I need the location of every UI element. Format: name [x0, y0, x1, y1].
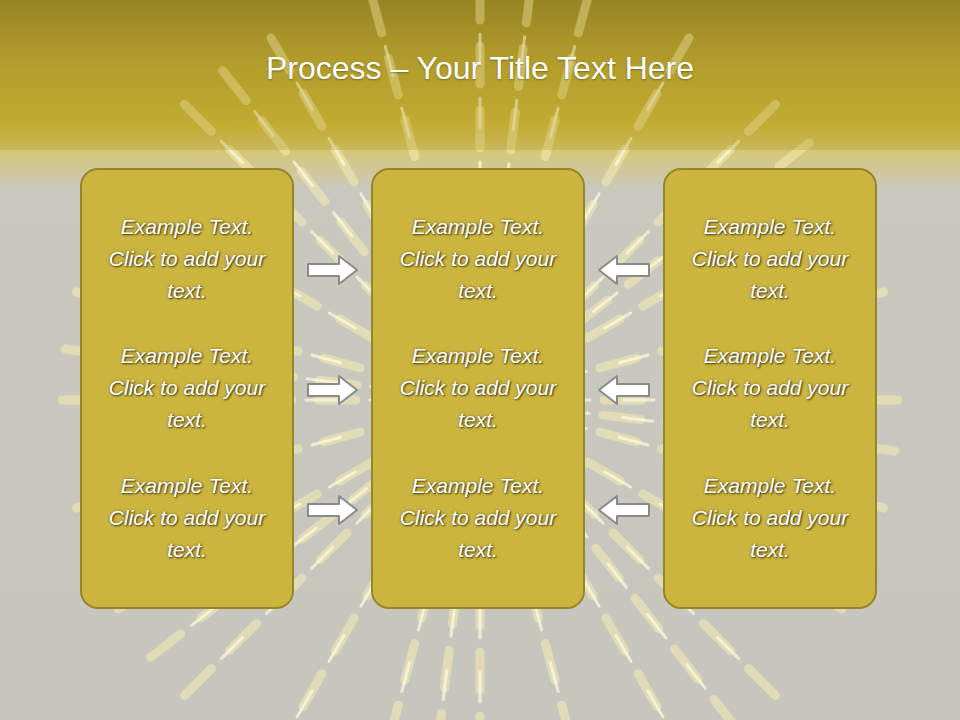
- block-arrow: [599, 496, 649, 524]
- box-text: Example Text. Click to add your text.: [107, 340, 267, 436]
- box-text: Example Text. Click to add your text.: [690, 470, 850, 566]
- block-arrow: [308, 376, 357, 404]
- box-text: Example Text. Click to add your text.: [398, 211, 558, 307]
- block-arrow: [308, 496, 357, 524]
- box-text: Example Text. Click to add your text.: [690, 211, 850, 307]
- slide-title: Process – Your Title Text Here: [0, 50, 960, 87]
- process-box: Example Text. Click to add your text. Exa…: [80, 168, 294, 609]
- box-text: Example Text. Click to add your text.: [107, 470, 267, 566]
- box-text: Example Text. Click to add your text.: [690, 340, 850, 436]
- box-text: Example Text. Click to add your text.: [398, 340, 558, 436]
- process-box: Example Text. Click to add your text. Exa…: [371, 168, 585, 609]
- block-arrow: [308, 256, 357, 284]
- process-box: Example Text. Click to add your text. Exa…: [663, 168, 877, 609]
- box-text: Example Text. Click to add your text.: [107, 211, 267, 307]
- block-arrow: [599, 256, 649, 284]
- box-text: Example Text. Click to add your text.: [398, 470, 558, 566]
- block-arrow: [599, 376, 649, 404]
